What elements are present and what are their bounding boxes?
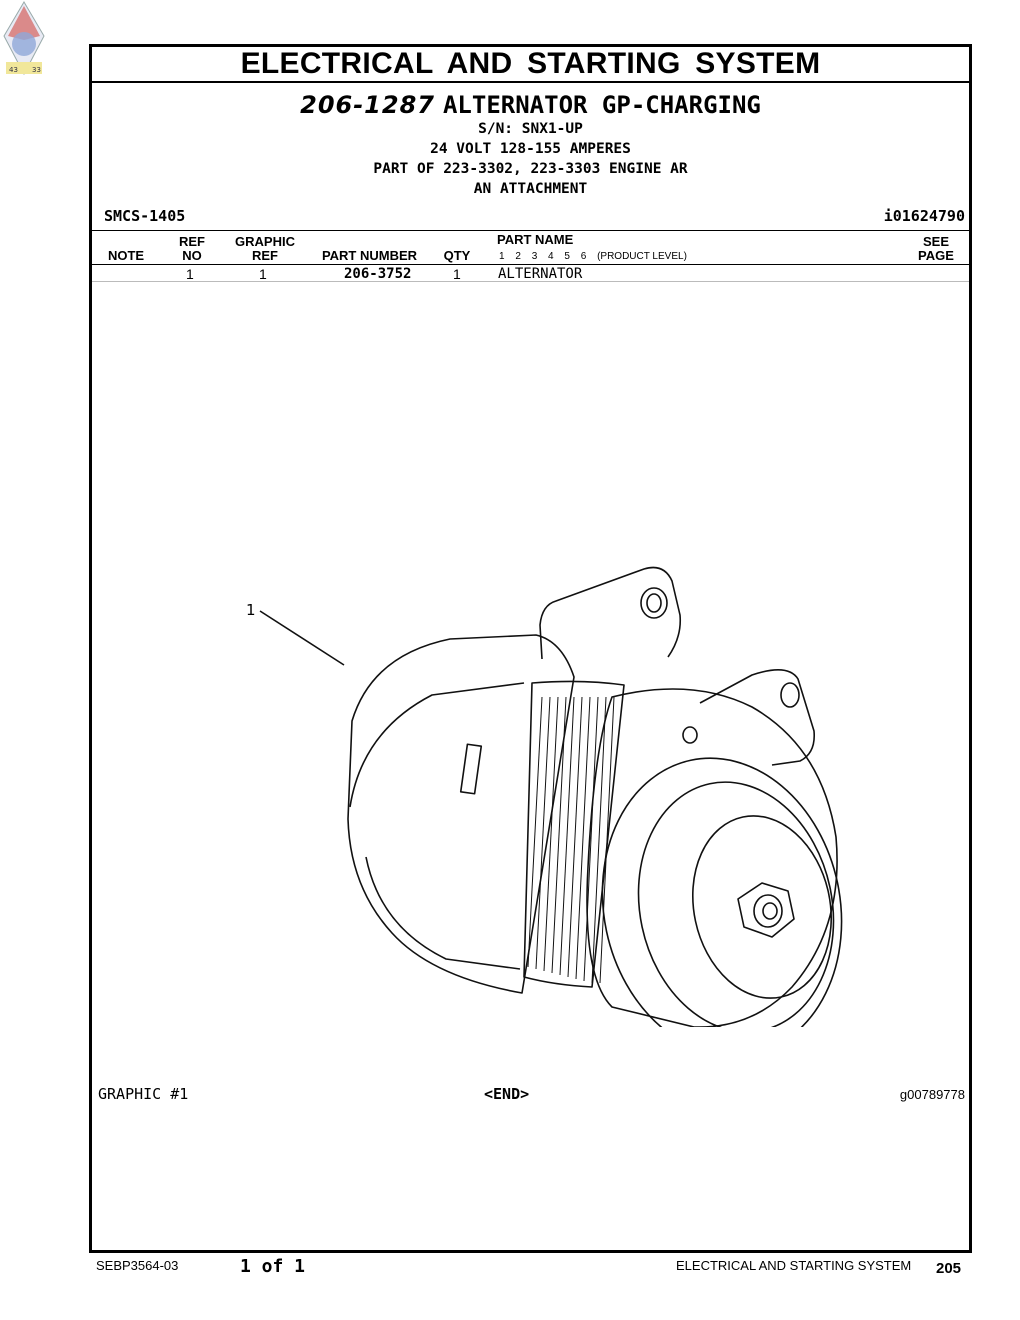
col-note: NOTE bbox=[107, 248, 145, 263]
table-top-rule bbox=[92, 230, 969, 231]
footer-section: ELECTRICAL AND STARTING SYSTEM bbox=[676, 1258, 912, 1273]
col-ref-no-bottom: NO bbox=[182, 248, 202, 263]
col-see-page-top: SEE bbox=[922, 234, 949, 249]
row-qty: 1 bbox=[453, 266, 461, 282]
col-ref-no-top: REF bbox=[179, 234, 205, 249]
level-1: 1 bbox=[499, 251, 505, 262]
section-title: ELECTRICAL AND STARTING SYSTEM bbox=[92, 47, 969, 83]
callout-label: 1 bbox=[246, 601, 256, 619]
info-id: i01624790 bbox=[883, 207, 965, 225]
table-row-rule bbox=[92, 281, 969, 282]
row-part-name: ALTERNATOR bbox=[498, 266, 583, 282]
footer-doc-number: SEBP3564-03 bbox=[96, 1258, 179, 1273]
graphic-id: g00789778 bbox=[899, 1087, 965, 1102]
stator-fins bbox=[527, 696, 615, 984]
level-3: 3 bbox=[531, 251, 538, 262]
publisher-logo: 43 33 bbox=[3, 1, 45, 76]
footer-page-of: 1 of 1 bbox=[240, 1256, 306, 1277]
row-part-number: 206-3752 bbox=[344, 266, 412, 282]
group-number: 206-1287 bbox=[300, 91, 435, 119]
logo-number-left: 43 bbox=[9, 66, 18, 74]
logo-number-right: 33 bbox=[32, 66, 41, 74]
level-4: 4 bbox=[548, 251, 554, 262]
level-label: (PRODUCT LEVEL) bbox=[597, 251, 687, 262]
col-part-name: PART NAME bbox=[497, 232, 574, 247]
attachment: AN ATTACHMENT bbox=[473, 181, 588, 197]
row-ref-no: 1 bbox=[186, 266, 194, 282]
table-header-rule bbox=[92, 264, 969, 265]
footer-page-number: 205 bbox=[936, 1260, 962, 1277]
col-part-number: PART NUMBER bbox=[321, 248, 418, 263]
part-of: PART OF 223-3302, 223-3303 ENGINE AR bbox=[373, 161, 688, 177]
level-5: 5 bbox=[564, 251, 570, 262]
serial-number: S/N: SNX1-UP bbox=[478, 121, 583, 137]
col-see-page-bottom: PAGE bbox=[918, 248, 954, 263]
end-marker: <END> bbox=[484, 1085, 530, 1103]
smcs-code: SMCS-1405 bbox=[104, 207, 186, 225]
alternator-illustration: 1 bbox=[246, 566, 843, 1027]
col-graphic-ref-top: GRAPHIC bbox=[235, 234, 295, 249]
row-graphic-ref: 1 bbox=[259, 266, 267, 282]
level-2: 2 bbox=[515, 251, 521, 262]
level-6: 6 bbox=[580, 251, 587, 262]
rating: 24 VOLT 128-155 AMPERES bbox=[430, 141, 631, 157]
col-qty: QTY bbox=[443, 248, 471, 263]
col-graphic-ref-bottom: REF bbox=[252, 248, 278, 263]
product-levels: 1 2 3 4 5 6 (PRODUCT LEVEL) bbox=[499, 251, 695, 262]
graphic-label: GRAPHIC #1 bbox=[98, 1085, 189, 1103]
group-name: ALTERNATOR GP-CHARGING bbox=[442, 91, 761, 119]
